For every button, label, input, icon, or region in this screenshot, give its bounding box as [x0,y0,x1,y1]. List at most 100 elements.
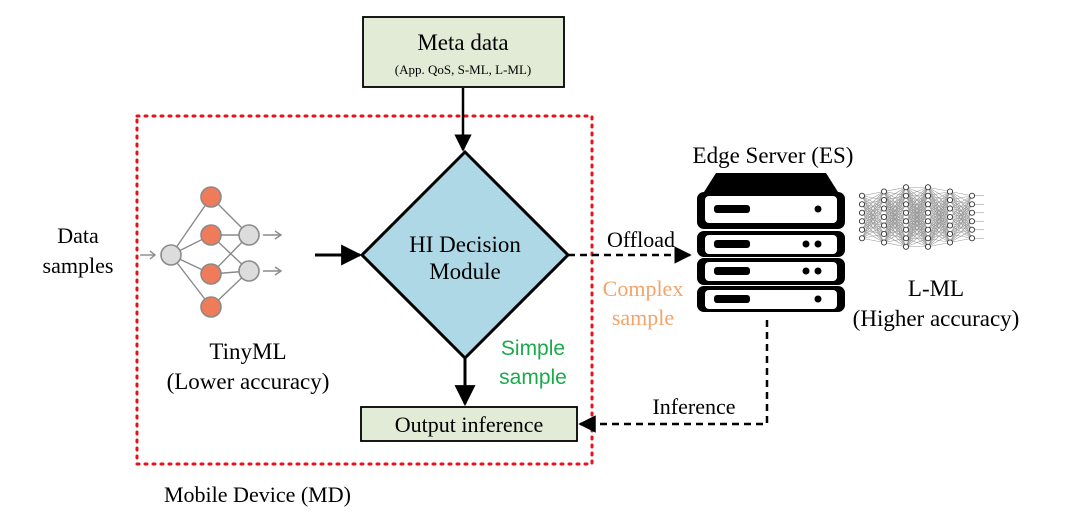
complex-sample-line1: Complex [603,276,684,301]
lml-neuron [902,243,910,250]
neuron-hidden2-a [238,224,260,246]
complex-sample-line2: sample [612,305,674,330]
edge-server-label: Edge Server (ES) [693,143,854,168]
lml-neuron [968,226,976,233]
lml-neuron [880,205,888,212]
lml-edge [883,187,907,226]
lml-edge [949,195,973,218]
lml-edge [883,187,907,235]
lml-edge [927,191,951,213]
lml-neuron [858,192,866,199]
output-inference-box [360,406,578,442]
lml-edge [927,233,951,248]
lml-edge [883,195,907,243]
lml-neuron [946,196,954,204]
lml-edge [927,242,951,248]
lml-neuron [902,226,910,233]
lml-neuron [858,235,866,242]
lml-edge [949,195,973,235]
lml-neuron [924,243,932,250]
lml-edge [861,208,885,239]
tinyml-subtitle: (Lower accuracy) [167,369,330,394]
lml-neuron [880,213,888,221]
meta-data-title: Meta data [417,30,508,55]
lml-neuron [946,230,954,238]
lml-edge [861,225,885,239]
lml-edge [905,212,929,247]
lml-edge [949,195,973,201]
lml-edge [927,216,951,247]
output-inference-label: Output inference [395,412,543,437]
lml-edge [927,225,951,247]
server-icon [697,173,845,312]
lml-neuron [902,192,910,199]
lml-neuron [880,188,888,195]
lml-edge [949,195,973,243]
lml-edge [949,221,973,243]
meta-data-box [362,16,565,88]
lml-edge [949,212,973,243]
lml-edge [861,237,885,243]
lml-edge [905,187,929,239]
lml-edge [883,187,907,218]
lml-edge [883,186,907,192]
lml-neuron [968,235,976,242]
decision-label-line1: HI Decision [409,232,521,257]
lml-neuron [946,205,954,212]
lml-subtitle: (Higher accuracy) [853,306,1020,331]
lml-edge [927,191,951,205]
lml-neuron [924,209,932,216]
lml-edge [861,216,885,239]
lml-edge [949,204,973,243]
lml-edge [883,187,907,243]
lml-neuron [946,213,954,221]
meta-data-subtitle: (App. QoS, S-ML, L-ML) [395,62,532,77]
lml-edge [905,237,929,248]
mobile-device-boundary [135,114,594,466]
decision-label-line2: Module [429,259,501,284]
lml-neuron [880,222,888,229]
lml-neuron [924,218,932,225]
lml-edge [927,199,951,247]
lml-edge [861,191,885,205]
lml-edge [861,199,885,239]
lml-edge [949,195,973,209]
lml-edge [905,204,929,247]
offload-label: Offload [607,227,675,252]
lml-neuron [968,201,976,208]
lml-edge [905,187,929,230]
lml-neuron [902,184,910,191]
lml-neuron [902,209,910,216]
lml-edge [905,187,929,222]
lml-edge [927,191,951,230]
lml-neuron [858,226,866,233]
lml-neuron [924,235,932,242]
inference-return-arrow [578,320,769,433]
data-samples-label-line1: Data [57,223,99,248]
lml-edge [905,187,929,247]
lml-neuron [924,192,932,199]
lml-edge [927,191,951,197]
lml-edge [883,187,907,209]
lml-neuron [946,222,954,229]
lml-edge [883,237,907,243]
lml-edge [861,191,885,222]
neuron-hidden2-b [238,260,260,282]
lml-edge [883,242,907,248]
lml-edge [927,208,951,247]
lml-edge [883,204,907,243]
simple-sample-line2: sample [499,366,567,389]
lml-neuron [924,184,932,191]
lml-neuron [924,226,932,233]
inference-label: Inference [652,394,735,419]
lml-neuron [902,218,910,225]
simple-sample-line1: Simple [501,337,565,360]
lml-edge [949,191,973,197]
lml-edge [949,229,973,243]
lml-edge [883,229,907,243]
lml-edge [927,191,951,239]
mobile-device-label: Mobile Device (MD) [164,482,351,507]
neuron-hidden1-b [200,224,222,246]
lml-edge [883,221,907,243]
lml-title: L-ML [908,276,964,301]
